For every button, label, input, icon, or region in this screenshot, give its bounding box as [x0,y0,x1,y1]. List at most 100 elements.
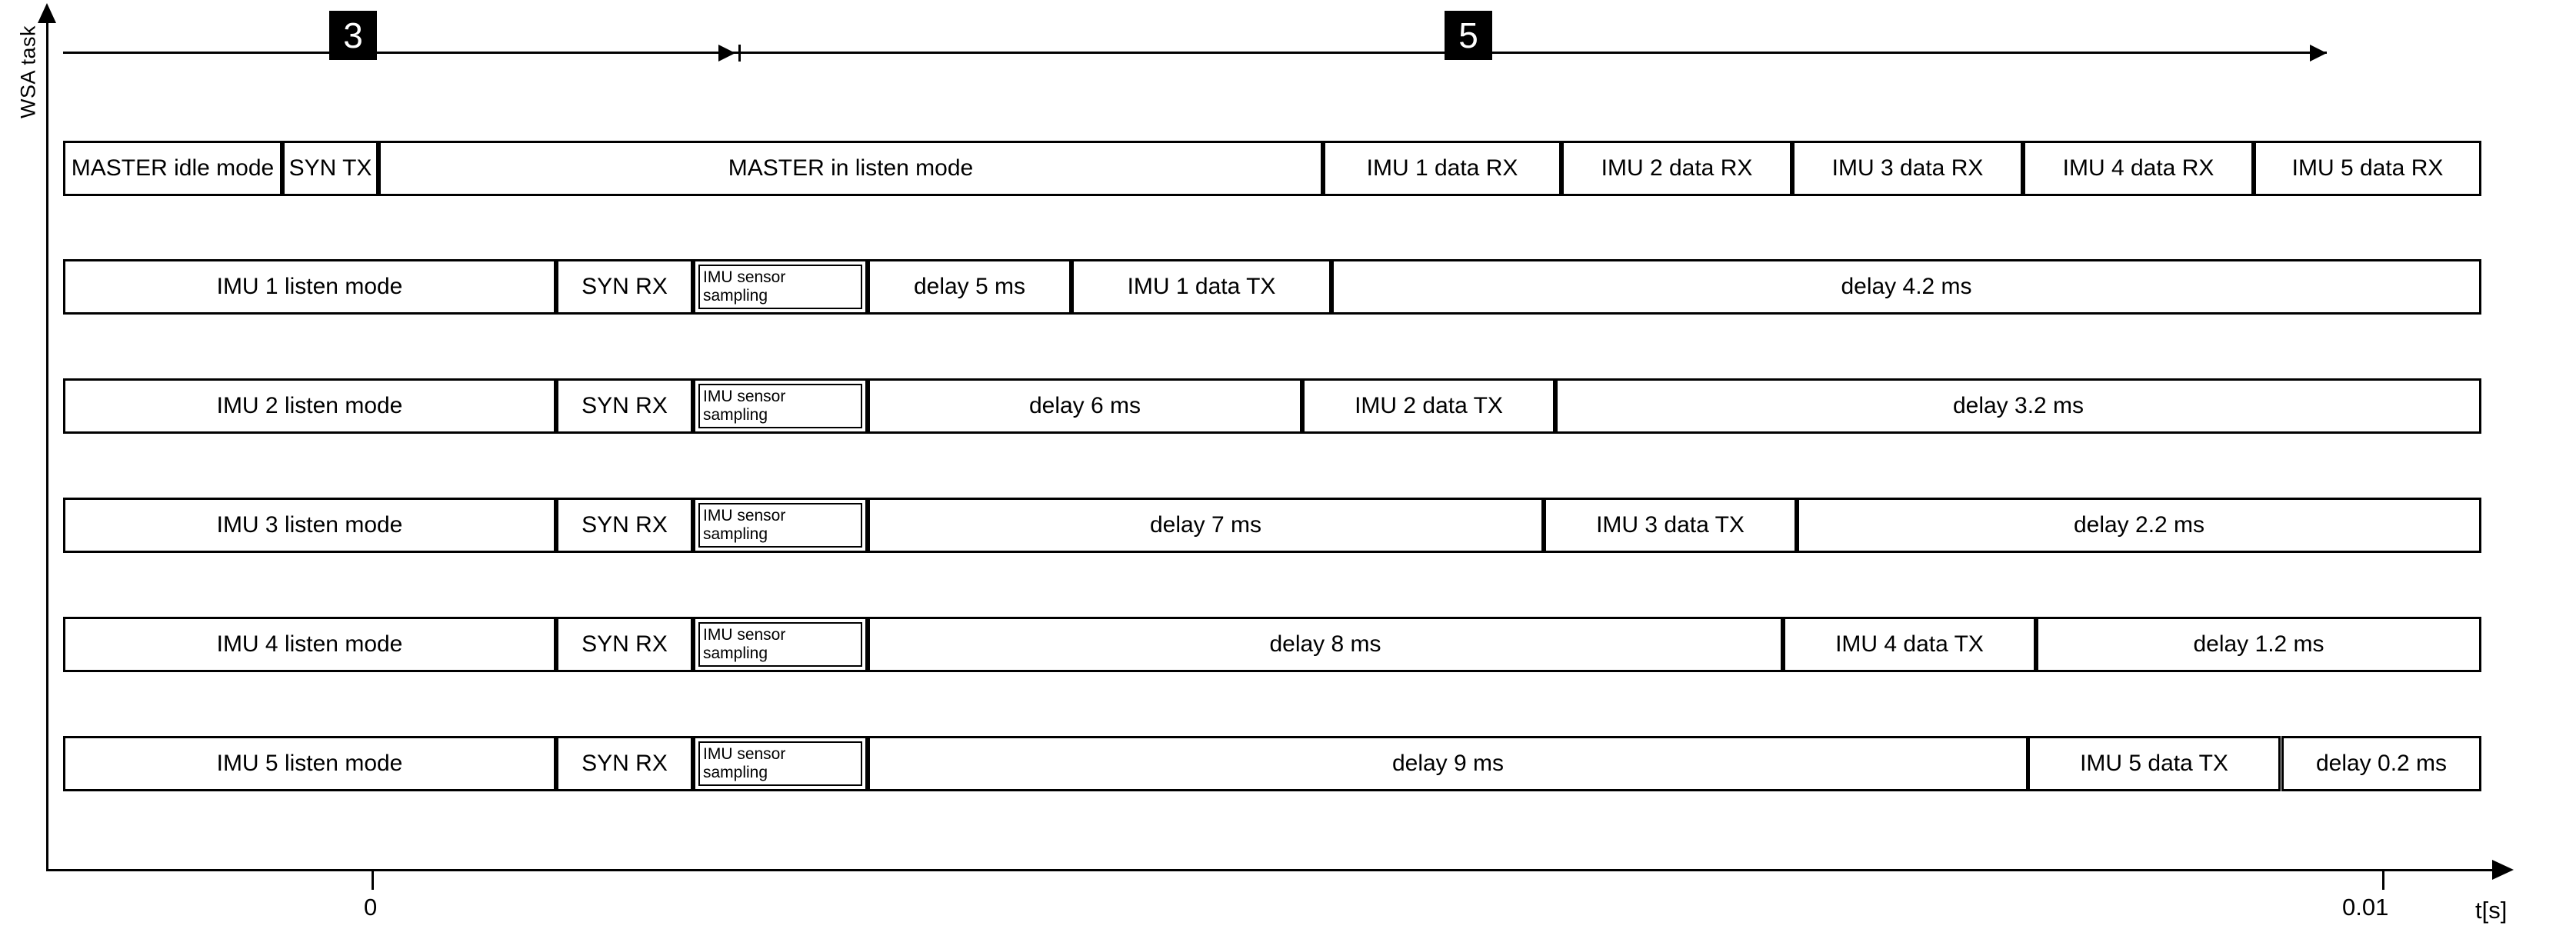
y-axis-title: WSA task [16,25,40,119]
sampling-line-0: IMU sensor [703,745,786,764]
segment-label: IMU 1 listen mode [216,274,403,299]
sampling-line-0: IMU sensor [703,626,786,644]
sampling-line-1: sampling [703,644,768,662]
callout-badge: 5 [1445,11,1492,60]
sampling-line-0: IMU sensor [703,268,786,287]
segment-imu-1-4: IMU 1 data TX [1071,259,1331,315]
segment-imu-5-5: delay 0.2 ms [2281,736,2481,791]
segment-imu-2-4: IMU 2 data TX [1302,378,1555,434]
segment-label: delay 8 ms [1269,631,1381,657]
segment-label: IMU 3 listen mode [216,512,403,538]
segment-label: IMU 2 data RX [1601,155,1753,181]
segment-imu-4-4: IMU 4 data TX [1783,617,2036,672]
segment-label: IMU 4 data RX [2062,155,2214,181]
x-axis-arrowhead-icon [2492,860,2514,880]
segment-imu-1-0: IMU 1 listen mode [63,259,556,315]
segment-master-6: IMU 4 data RX [2023,141,2254,196]
sampling-line-1: sampling [703,525,768,543]
sampling-line-0: IMU sensor [703,507,786,525]
segment-label: delay 9 ms [1391,751,1505,776]
period-arrow-mid-tick [738,45,741,62]
segment-imu-3-5: delay 2.2 ms [1797,498,2481,553]
segment-master-2: MASTER in listen mode [378,141,1323,196]
sampling-line-1: sampling [703,287,768,305]
segment-label: IMU 1 data RX [1366,155,1518,181]
segment-master-0: MASTER idle mode [63,141,282,196]
segment-imu-5-3: delay 9 ms [868,736,2028,791]
segment-imu-3-4: IMU 3 data TX [1544,498,1797,553]
segment-imu-3-1: SYN RX [556,498,693,553]
segment-imu-3-0: IMU 3 listen mode [63,498,556,553]
segment-imu-5-4: IMU 5 data TX [2028,736,2281,791]
segment-label: IMU 3 data RX [1831,155,1984,181]
x-axis-tick-label: 0.01 [2342,894,2389,921]
x-axis-tick-label: 0 [364,894,378,921]
segment-label: delay 3.2 ms [1952,393,2084,418]
segment-master-7: IMU 5 data RX [2254,141,2481,196]
period-arrow-right-arrowhead-icon [2310,45,2327,62]
segment-label: SYN TX [288,155,372,181]
segment-label: IMU 2 data TX [1355,393,1503,418]
sampling-line-1: sampling [703,764,768,781]
callout-badge: 3 [329,11,377,60]
segment-label: SYN RX [582,274,668,299]
segment-label: MASTER idle mode [71,155,275,181]
segment-imu-5-1: SYN RX [556,736,693,791]
segment-imu-1-1: SYN RX [556,259,693,315]
segment-label: delay 6 ms [1028,393,1141,418]
y-axis-arrowhead-icon [38,3,56,23]
segment-imu-4-0: IMU 4 listen mode [63,617,556,672]
x-axis-line [46,869,2500,871]
segment-label: IMU 5 data RX [2291,155,2444,181]
segment-imu-2-5: delay 3.2 ms [1555,378,2481,434]
segment-master-1: SYN TX [282,141,378,196]
segment-imu-1-3: delay 5 ms [868,259,1071,315]
period-arrow-line [63,52,2327,54]
segment-imu-2-0: IMU 2 listen mode [63,378,556,434]
sampling-line-0: IMU sensor [703,388,786,406]
segment-label: IMU 5 listen mode [216,751,403,776]
segment-imu-4-1: SYN RX [556,617,693,672]
y-axis-line [46,17,48,871]
segment-label: IMU 2 listen mode [216,393,403,418]
segment-label: IMU 1 data TX [1127,274,1276,299]
segment-master-3: IMU 1 data RX [1323,141,1561,196]
segment-imu-2-1: SYN RX [556,378,693,434]
segment-label: SYN RX [582,631,668,657]
segment-label: SYN RX [582,393,668,418]
sampling-line-1: sampling [703,406,768,424]
segment-label: SYN RX [582,512,668,538]
segment-label: delay 2.2 ms [2073,512,2205,538]
segment-imu-3-3: delay 7 ms [868,498,1544,553]
segment-label: delay 7 ms [1149,512,1262,538]
segment-label: IMU 5 data TX [2080,751,2228,776]
segment-imu-5-0: IMU 5 listen mode [63,736,556,791]
segment-label: IMU 4 data TX [1835,631,1984,657]
segment-label: delay 4.2 ms [1841,274,1972,299]
segment-imu-4-5: delay 1.2 ms [2036,617,2481,672]
x-axis-tick [372,870,374,890]
segment-label: IMU 4 listen mode [216,631,403,657]
segment-label: SYN RX [582,751,668,776]
segment-master-5: IMU 3 data RX [1792,141,2023,196]
segment-label: delay 5 ms [913,274,1026,299]
period-arrow-mid-arrowhead-icon [718,45,735,62]
x-axis-unit-label: t[s] [2475,897,2508,924]
segment-label: delay 0.2 ms [2315,751,2448,776]
